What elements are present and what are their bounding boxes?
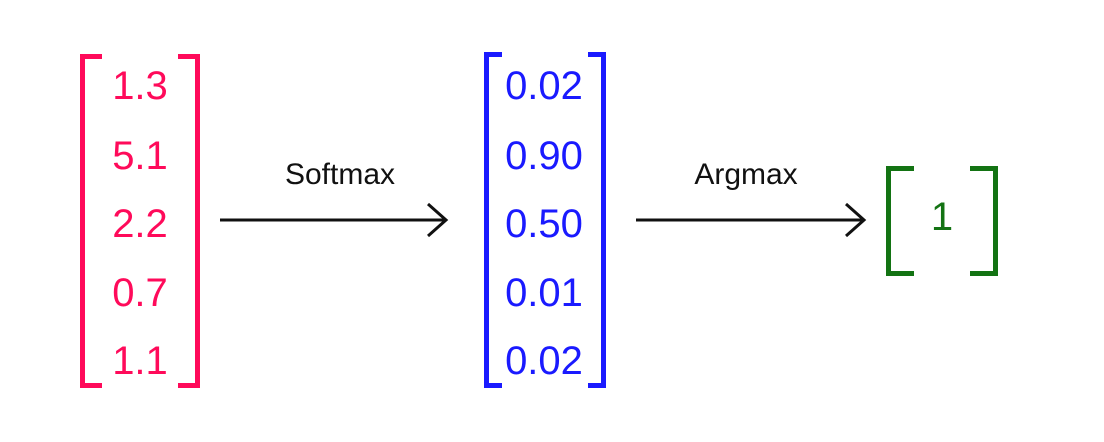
- probability-value: 0.90: [505, 134, 583, 178]
- probability-value: 0.50: [505, 202, 583, 246]
- softmax-label: Softmax: [284, 158, 396, 191]
- probability-value: 0.01: [505, 271, 583, 315]
- probs-left-bracket: [484, 52, 502, 388]
- logits-left-bracket: [80, 54, 102, 388]
- logits-value: 0.7: [112, 271, 168, 315]
- probs-right-bracket: [588, 52, 606, 388]
- result-right-bracket: [970, 166, 998, 276]
- logits-value: 1.1: [112, 339, 168, 383]
- logits-right-bracket: [178, 54, 200, 388]
- probability-value: 0.02: [505, 339, 583, 383]
- result-left-bracket: [886, 166, 914, 276]
- result-value: 1: [930, 195, 954, 239]
- logits-value: 2.2: [112, 202, 168, 246]
- logits-value: 1.3: [112, 64, 168, 108]
- logits-value: 5.1: [112, 134, 168, 178]
- probability-value: 0.02: [505, 64, 583, 108]
- argmax-label: Argmax: [694, 158, 798, 191]
- right-arrow-icon: [220, 202, 449, 238]
- right-arrow-icon: [636, 202, 867, 238]
